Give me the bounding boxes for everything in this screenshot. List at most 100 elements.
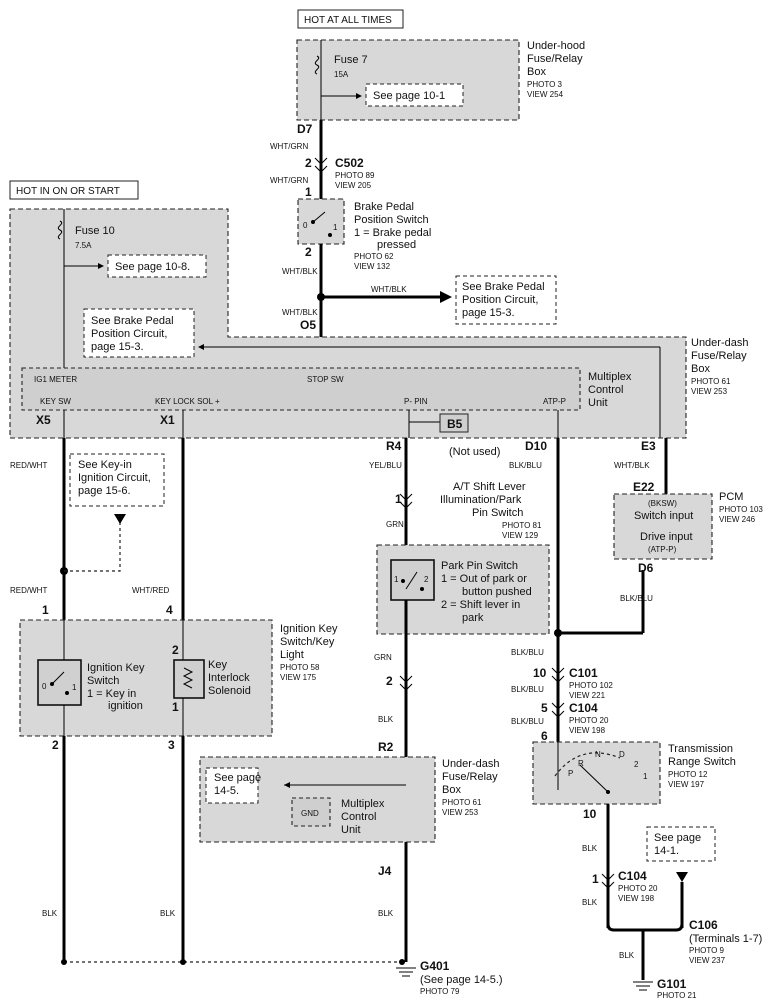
pcm-name: PCM [719, 491, 743, 503]
c502-name: C502 [335, 156, 364, 170]
hot-at-all-times-banner [297, 9, 404, 29]
wire-label-wht-blk-4: WHT/BLK [614, 461, 650, 470]
see-10-8-label: See page 10-8. [115, 261, 190, 273]
c106-arrow [676, 872, 688, 882]
g101-ground-symbol [633, 981, 653, 991]
pcm-switch-input: Switch input [634, 510, 693, 522]
c106-name: C106 [689, 918, 718, 932]
wire-label-grn-1: GRN [386, 520, 404, 529]
park-pin-switch [390, 559, 435, 601]
underhood-name-2: Fuse/Relay [527, 53, 583, 65]
fuse-7-amp: 15A [334, 70, 349, 79]
see-14-1-1: See page [654, 832, 701, 844]
c104-connector [551, 702, 565, 718]
trs-name-1: Transmission [668, 743, 733, 755]
pin-d7: D7 [297, 122, 313, 136]
mcu2-name-2: Control [341, 811, 376, 823]
ign-pin-1b: 1 [172, 700, 179, 714]
c106-photo: PHOTO 9 [689, 946, 725, 955]
c101-view: VIEW 221 [569, 691, 606, 700]
atshift-connector [399, 493, 413, 509]
pcm-photo: PHOTO 103 [719, 505, 763, 514]
pcm-bksw: (BKSW) [648, 499, 677, 508]
c104b-pin: 1 [592, 872, 599, 886]
hot-at-all-times-label: HOT AT ALL TIMES [304, 15, 392, 26]
sol-name-1: Key [208, 659, 227, 671]
c502-connector-symbol [314, 157, 328, 173]
atshift-connector-2 [399, 675, 413, 691]
park-legend-2: 1 = Out of park or [441, 573, 527, 585]
underhood-name-3: Box [527, 66, 546, 78]
pin-x5: X5 [36, 413, 51, 427]
wire-label-wht-grn-2: WHT/GRN [270, 176, 308, 185]
sol-name-3: Solenoid [208, 685, 251, 697]
mcu-stop-label: STOP SW [307, 375, 344, 384]
wire-label-blk-2: BLK [160, 909, 176, 918]
c101-name: C101 [569, 666, 598, 680]
underhood-photo: PHOTO 3 [527, 80, 563, 89]
pin-d10: D10 [525, 439, 547, 453]
trs-photo: PHOTO 12 [668, 770, 708, 779]
c502-pin-1: 1 [305, 185, 312, 199]
c104b-connector [601, 873, 615, 889]
see-brake-left-3: page 15-3. [91, 341, 144, 353]
mcu-name-3: Unit [588, 397, 608, 409]
see-14-5-box [205, 767, 259, 804]
g101-photo: PHOTO 21 [657, 991, 697, 1000]
wire-label-grn-2: GRN [374, 653, 392, 662]
c101-pin: 10 [533, 666, 547, 680]
not-used-label: (Not used) [449, 446, 500, 458]
wire-label-red-wht-2: RED/WHT [10, 586, 47, 595]
wire-label-blk-1: BLK [42, 909, 58, 918]
brake-legend-1: 1 = Brake pedal [354, 227, 431, 239]
park-legend-5: park [462, 612, 484, 624]
park-switch-blade [405, 571, 418, 590]
atshift-photo: PHOTO 81 [502, 521, 542, 530]
wire-label-blk-6: BLK [582, 898, 598, 907]
pcm-atpp: (ATP-P) [648, 545, 677, 554]
fuse-7-symbol [314, 55, 320, 75]
ign-pin-2: 2 [52, 738, 59, 752]
underdash2-photo: PHOTO 61 [442, 798, 482, 807]
c502-view: VIEW 205 [335, 181, 372, 190]
trs-pin-10: 10 [583, 807, 597, 821]
underdash2-name-3: Box [442, 784, 461, 796]
wire-label-blk-blu-5: BLK/BLU [620, 594, 653, 603]
see-brake-right-1: See Brake Pedal [462, 281, 545, 293]
see-14-5-2: 14-5. [214, 785, 239, 797]
c104b-photo: PHOTO 20 [618, 884, 658, 893]
wire-label-wht-blk-3: WHT/BLK [371, 285, 407, 294]
trs-2: 2 [634, 760, 639, 769]
park-legend-1: Park Pin Switch [441, 560, 518, 572]
brake-switch-box [297, 198, 345, 245]
trs-n: N [595, 750, 601, 759]
ign-sw-legend-2: ignition [108, 700, 143, 712]
park-sw-1: 1 [394, 575, 399, 584]
atshift-view: VIEW 129 [502, 531, 539, 540]
pin-r2: R2 [378, 740, 394, 754]
wire-label-wht-blk-2: WHT/BLK [282, 308, 318, 317]
ign-pin-2a: 2 [172, 643, 179, 657]
trs-r: R [578, 759, 584, 768]
ign-sw-name-1: Ignition Key [87, 662, 145, 674]
trs-d: D [619, 750, 625, 759]
wire-label-blk-7: BLK [619, 951, 635, 960]
brake-sw-1: 1 [333, 223, 338, 232]
brake-name-1: Brake Pedal [354, 201, 414, 213]
pin-d6: D6 [638, 561, 654, 575]
underdash-ref-arrow [98, 263, 104, 269]
see-brake-right-2: Position Circuit, [462, 294, 538, 306]
wire-label-wht-blk-1: WHT/BLK [282, 267, 318, 276]
g401-see: (See page 14-5.) [420, 974, 503, 986]
mcu-ppin-label: P- PIN [404, 397, 428, 406]
atshift-name-3: Pin Switch [472, 507, 523, 519]
ground-dot-1 [61, 959, 67, 965]
underdash2-view: VIEW 253 [442, 808, 479, 817]
park-legend-3: button pushed [462, 586, 532, 598]
b5-box [439, 413, 469, 433]
g401-name: G401 [420, 959, 450, 973]
wire-label-blk-3: BLK [378, 715, 394, 724]
ign-switch-blade [51, 671, 65, 685]
underdash2-name-2: Fuse/Relay [442, 771, 498, 783]
